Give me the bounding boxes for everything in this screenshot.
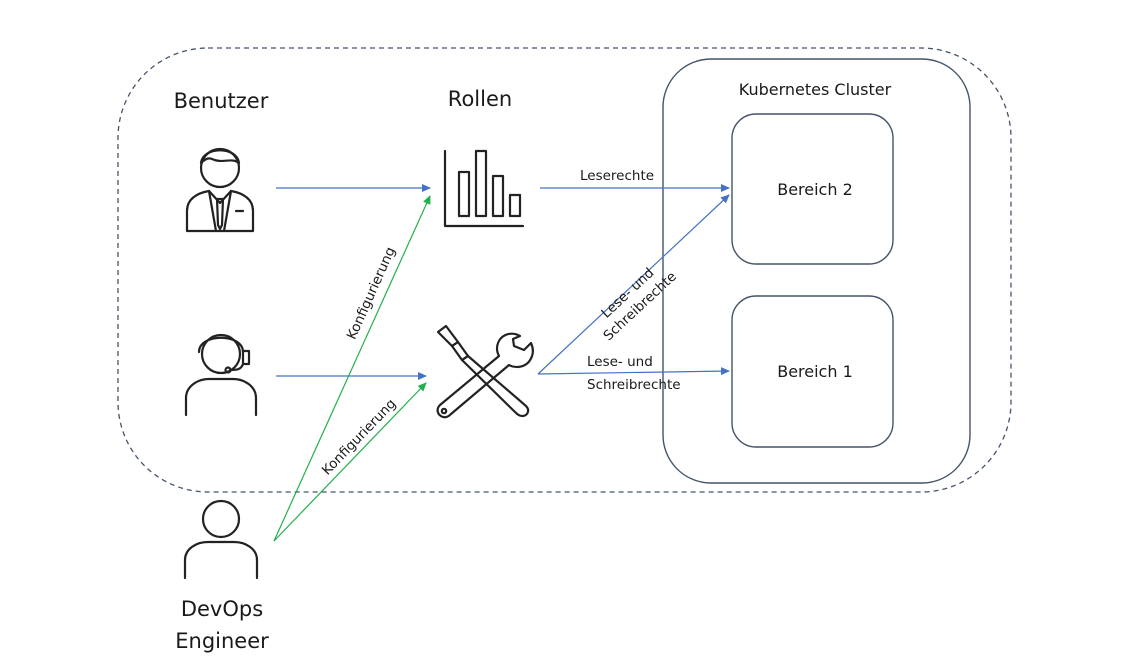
roles-heading: Rollen: [448, 87, 512, 111]
person-icon: [183, 499, 259, 580]
rw-role-to-area2-arrow: [537, 194, 730, 375]
devops-label-line1: DevOps: [181, 597, 263, 621]
headset-user-icon: [184, 333, 258, 417]
bar-chart-icon: [443, 149, 525, 228]
area-1-box: [731, 295, 894, 448]
area-2-label: Bereich 2: [777, 180, 853, 199]
read-rights-label: Leserechte: [580, 168, 654, 184]
users-heading: Benutzer: [174, 89, 269, 113]
tools-icon: [436, 324, 534, 419]
config-upper-label: Konfigurierung: [344, 245, 399, 342]
devops-label-line2: Engineer: [175, 629, 269, 653]
devops-to-read-role-arrow: [273, 195, 431, 542]
rw-straight-label-line1: Lese- und: [587, 354, 653, 370]
businessman-icon: [185, 147, 255, 233]
devops-to-rw-role-arrow: [273, 382, 427, 542]
area-2-box: [731, 113, 894, 265]
rw-straight-label-line2: Schreibrechte: [587, 377, 681, 393]
config-lower-label: Konfigurierung: [319, 396, 400, 479]
rw-role-to-area1-arrow: [537, 367, 730, 376]
area-1-label: Bereich 1: [777, 362, 853, 381]
users-roles-boundary: [117, 47, 1012, 493]
cluster-label: Kubernetes Cluster: [739, 80, 892, 99]
